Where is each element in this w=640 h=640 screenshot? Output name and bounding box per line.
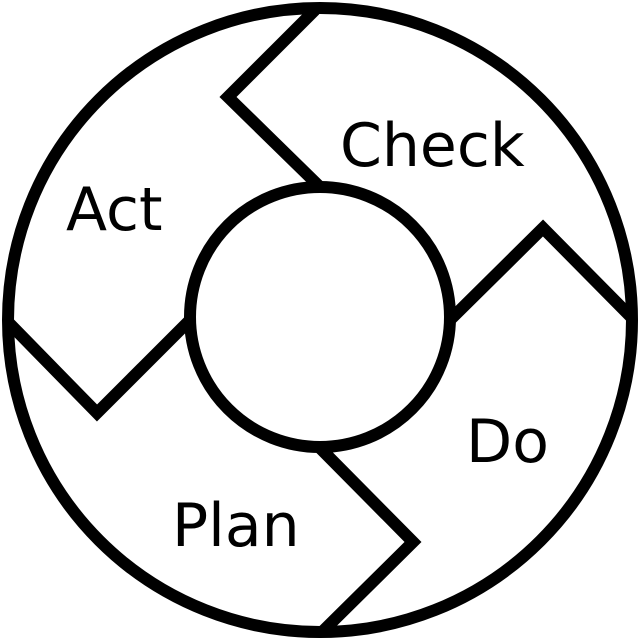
stage-label-act: Act (66, 175, 163, 245)
stage-label-plan: Plan (172, 491, 300, 561)
stage-label-check: Check (340, 111, 525, 181)
stage-label-do: Do (466, 407, 549, 477)
divider-check-do (445, 219, 637, 325)
inner-hub-circle (184, 181, 456, 453)
divider-do-plan (315, 443, 422, 637)
divider-plan-act (3, 315, 195, 422)
divider-act-check (219, 5, 325, 192)
